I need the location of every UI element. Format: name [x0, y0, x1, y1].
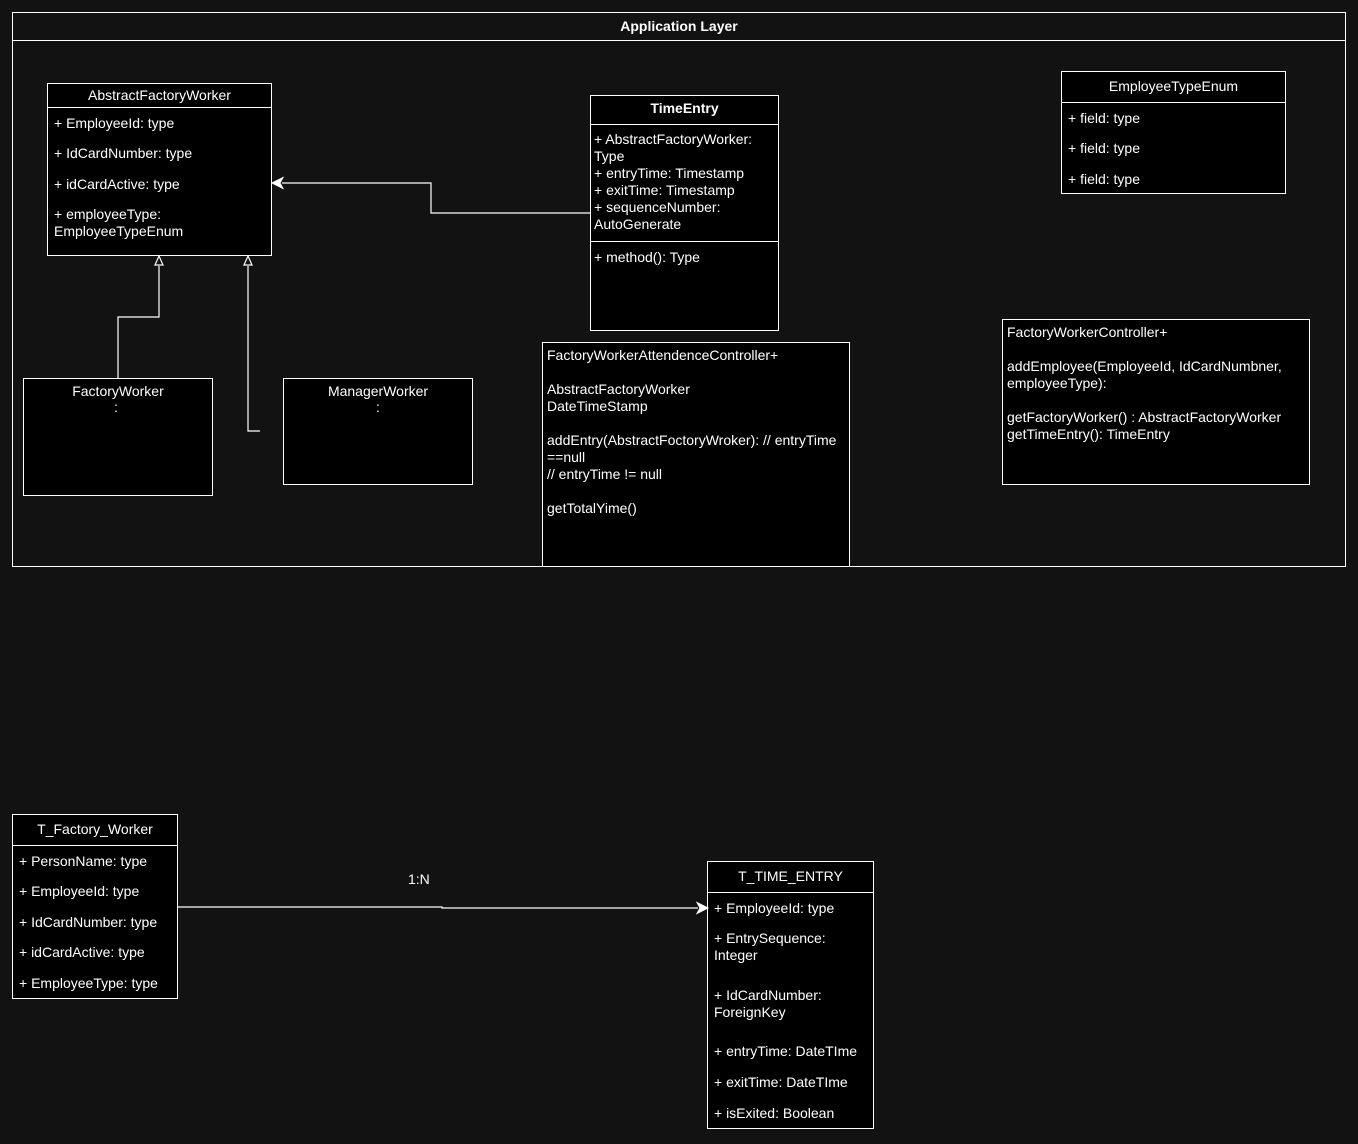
inheritance-edge-factory-worker	[117, 266, 160, 378]
table-field: + PersonName: type	[19, 853, 148, 869]
section-divider	[591, 241, 778, 242]
table-name: T_TIME_ENTRY	[708, 862, 873, 893]
time-entry-class[interactable]: TimeEntry + AbstractFactoryWorker: Type …	[590, 95, 779, 331]
table-field: + EmployeeId: type	[714, 900, 835, 916]
table-name: T_Factory_Worker	[13, 815, 177, 846]
table-field: + EmployeeId: type	[19, 883, 140, 899]
class-name: AbstractFactoryWorker	[48, 84, 271, 108]
table-field: + EntrySequence: Integer	[714, 930, 826, 963]
table-field: + exitTime: DateTIme	[714, 1074, 848, 1090]
table-field: + isExited: Boolean	[714, 1105, 835, 1121]
t-time-entry-table[interactable]: T_TIME_ENTRY + EmployeeId: type + EntryS…	[707, 861, 874, 1129]
class-methods: + method(): Type	[594, 249, 700, 265]
attendance-controller-note[interactable]: FactoryWorkerAttendenceController+ Abstr…	[542, 342, 850, 567]
package-title: Application Layer	[13, 13, 1345, 41]
table-field: + entryTime: DateTIme	[714, 1043, 858, 1059]
manager-worker-class[interactable]: ManagerWorker :	[283, 378, 473, 485]
one-to-many-edge	[178, 906, 698, 909]
class-field: + IdCardNumber: type	[54, 145, 193, 161]
abstract-factory-worker-class[interactable]: AbstractFactoryWorker + EmployeeId: type…	[47, 83, 272, 256]
table-field: + idCardActive: type	[19, 944, 145, 960]
table-field: + IdCardNumber: type	[19, 914, 158, 930]
class-name-suffix: :	[114, 399, 118, 415]
class-field: + field: type	[1068, 140, 1140, 156]
class-name: EmployeeTypeEnum	[1062, 72, 1285, 103]
worker-controller-note[interactable]: FactoryWorkerController+ addEmployee(Emp…	[1002, 319, 1310, 485]
class-field: + field: type	[1068, 171, 1140, 187]
class-name: FactoryWorker	[72, 383, 164, 399]
inheritance-arrow-icon	[243, 254, 253, 266]
class-name: TimeEntry	[591, 96, 778, 125]
factory-worker-class[interactable]: FactoryWorker :	[23, 378, 213, 496]
inheritance-arrow-icon	[154, 254, 164, 266]
table-field: + EmployeeType: type	[19, 975, 158, 991]
employee-type-enum-class[interactable]: EmployeeTypeEnum + field: type + field: …	[1061, 71, 1286, 194]
class-name: ManagerWorker	[327, 383, 429, 399]
class-field: + field: type	[1068, 110, 1140, 126]
controller-text: FactoryWorkerAttendenceController+ Abstr…	[547, 347, 837, 516]
class-name-suffix: :	[376, 399, 380, 415]
relation-label: 1:N	[408, 871, 430, 887]
inheritance-edge-manager-worker	[247, 266, 260, 432]
t-factory-worker-table[interactable]: T_Factory_Worker + PersonName: type + Em…	[12, 814, 178, 999]
class-attributes: + AbstractFactoryWorker: Type + entryTim…	[594, 131, 753, 232]
class-field: + EmployeeId: type	[54, 115, 175, 131]
arrow-head-icon	[270, 176, 285, 190]
association-edge	[282, 182, 590, 214]
table-field: + IdCardNumber: ForeignKey	[714, 987, 822, 1020]
arrow-head-icon	[695, 901, 710, 915]
controller-text: FactoryWorkerController+ addEmployee(Emp…	[1007, 324, 1282, 442]
class-field: + idCardActive: type	[54, 176, 180, 192]
class-field: + employeeType: EmployeeTypeEnum	[54, 206, 184, 239]
